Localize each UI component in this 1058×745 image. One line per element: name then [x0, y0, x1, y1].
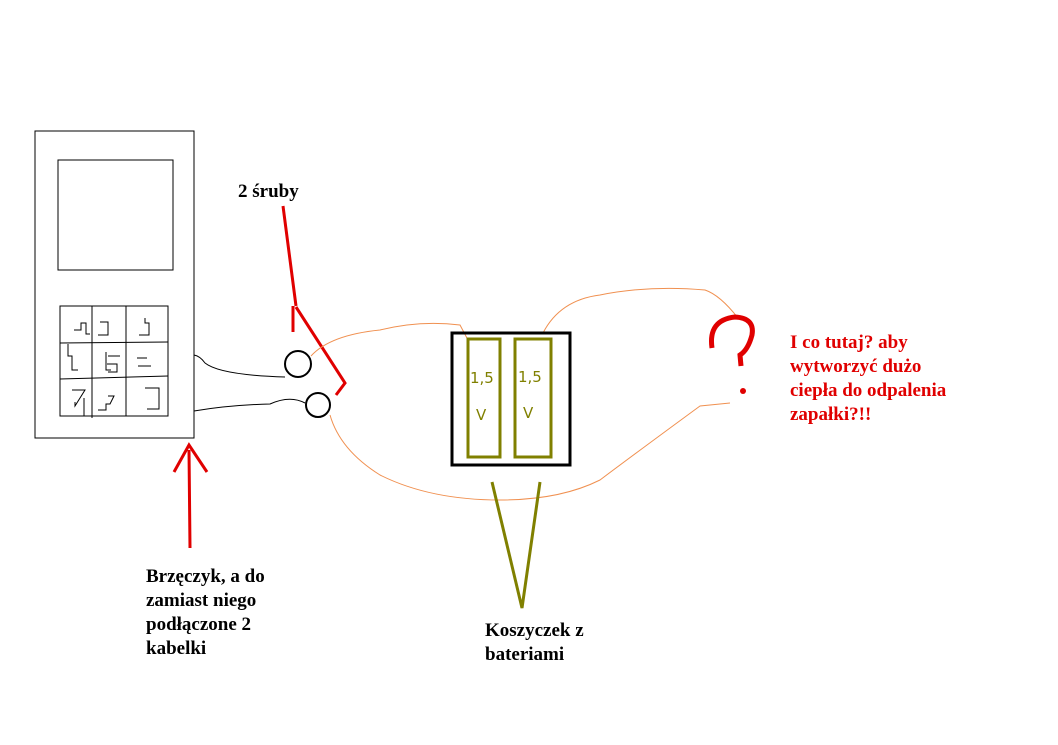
question-mark-dot [740, 388, 746, 394]
battery-2-unit: V [523, 404, 534, 422]
question-label-line: zapałki?!! [790, 404, 872, 425]
buzzer-label-line: zamiast niego [146, 590, 257, 611]
question-mark-icon [708, 314, 755, 367]
battery-holder-label-line: bateriami [485, 644, 565, 665]
battery-1-unit: V [476, 406, 487, 424]
buzzer-label-line: kabelki [146, 638, 207, 659]
battery-1-voltage: 1,5 [470, 369, 494, 387]
buzzer-pointer-arrow [172, 442, 209, 549]
battery-holder-box [450, 331, 572, 467]
phone-keypad [59, 305, 169, 418]
screw-bottom [305, 392, 331, 418]
battery-2-voltage: 1,5 [518, 368, 542, 386]
phone-body [34, 130, 195, 439]
wire-black-top [193, 354, 286, 378]
battery-2 [513, 337, 553, 459]
wire-black-bottom [193, 398, 306, 412]
question-label: I co tutaj? aby wytworzyć dużo ciepła do… [790, 331, 946, 427]
buzzer-label-line: podłączone 2 [146, 614, 252, 635]
battery-1 [466, 337, 502, 459]
battery-holder-label: Koszyczek z bateriami [485, 619, 584, 667]
battery-pointer-arrow [490, 481, 542, 609]
screw-top [284, 350, 312, 378]
screws-pointer-arrow [281, 205, 347, 396]
buzzer-label: Brzęczyk, a do zamiast niego podłączone … [146, 565, 265, 661]
question-label-line: ciepła do odpalenia [790, 380, 947, 401]
phone-screen [57, 159, 174, 271]
question-label-line: I co tutaj? aby [790, 332, 908, 353]
battery-holder-label-line: Koszyczek z [485, 620, 584, 641]
orange-wires [310, 287, 739, 501]
question-label-line: wytworzyć dużo [790, 356, 922, 377]
buzzer-label-line: Brzęczyk, a do [146, 566, 265, 587]
screws-label: 2 śruby [238, 181, 299, 202]
